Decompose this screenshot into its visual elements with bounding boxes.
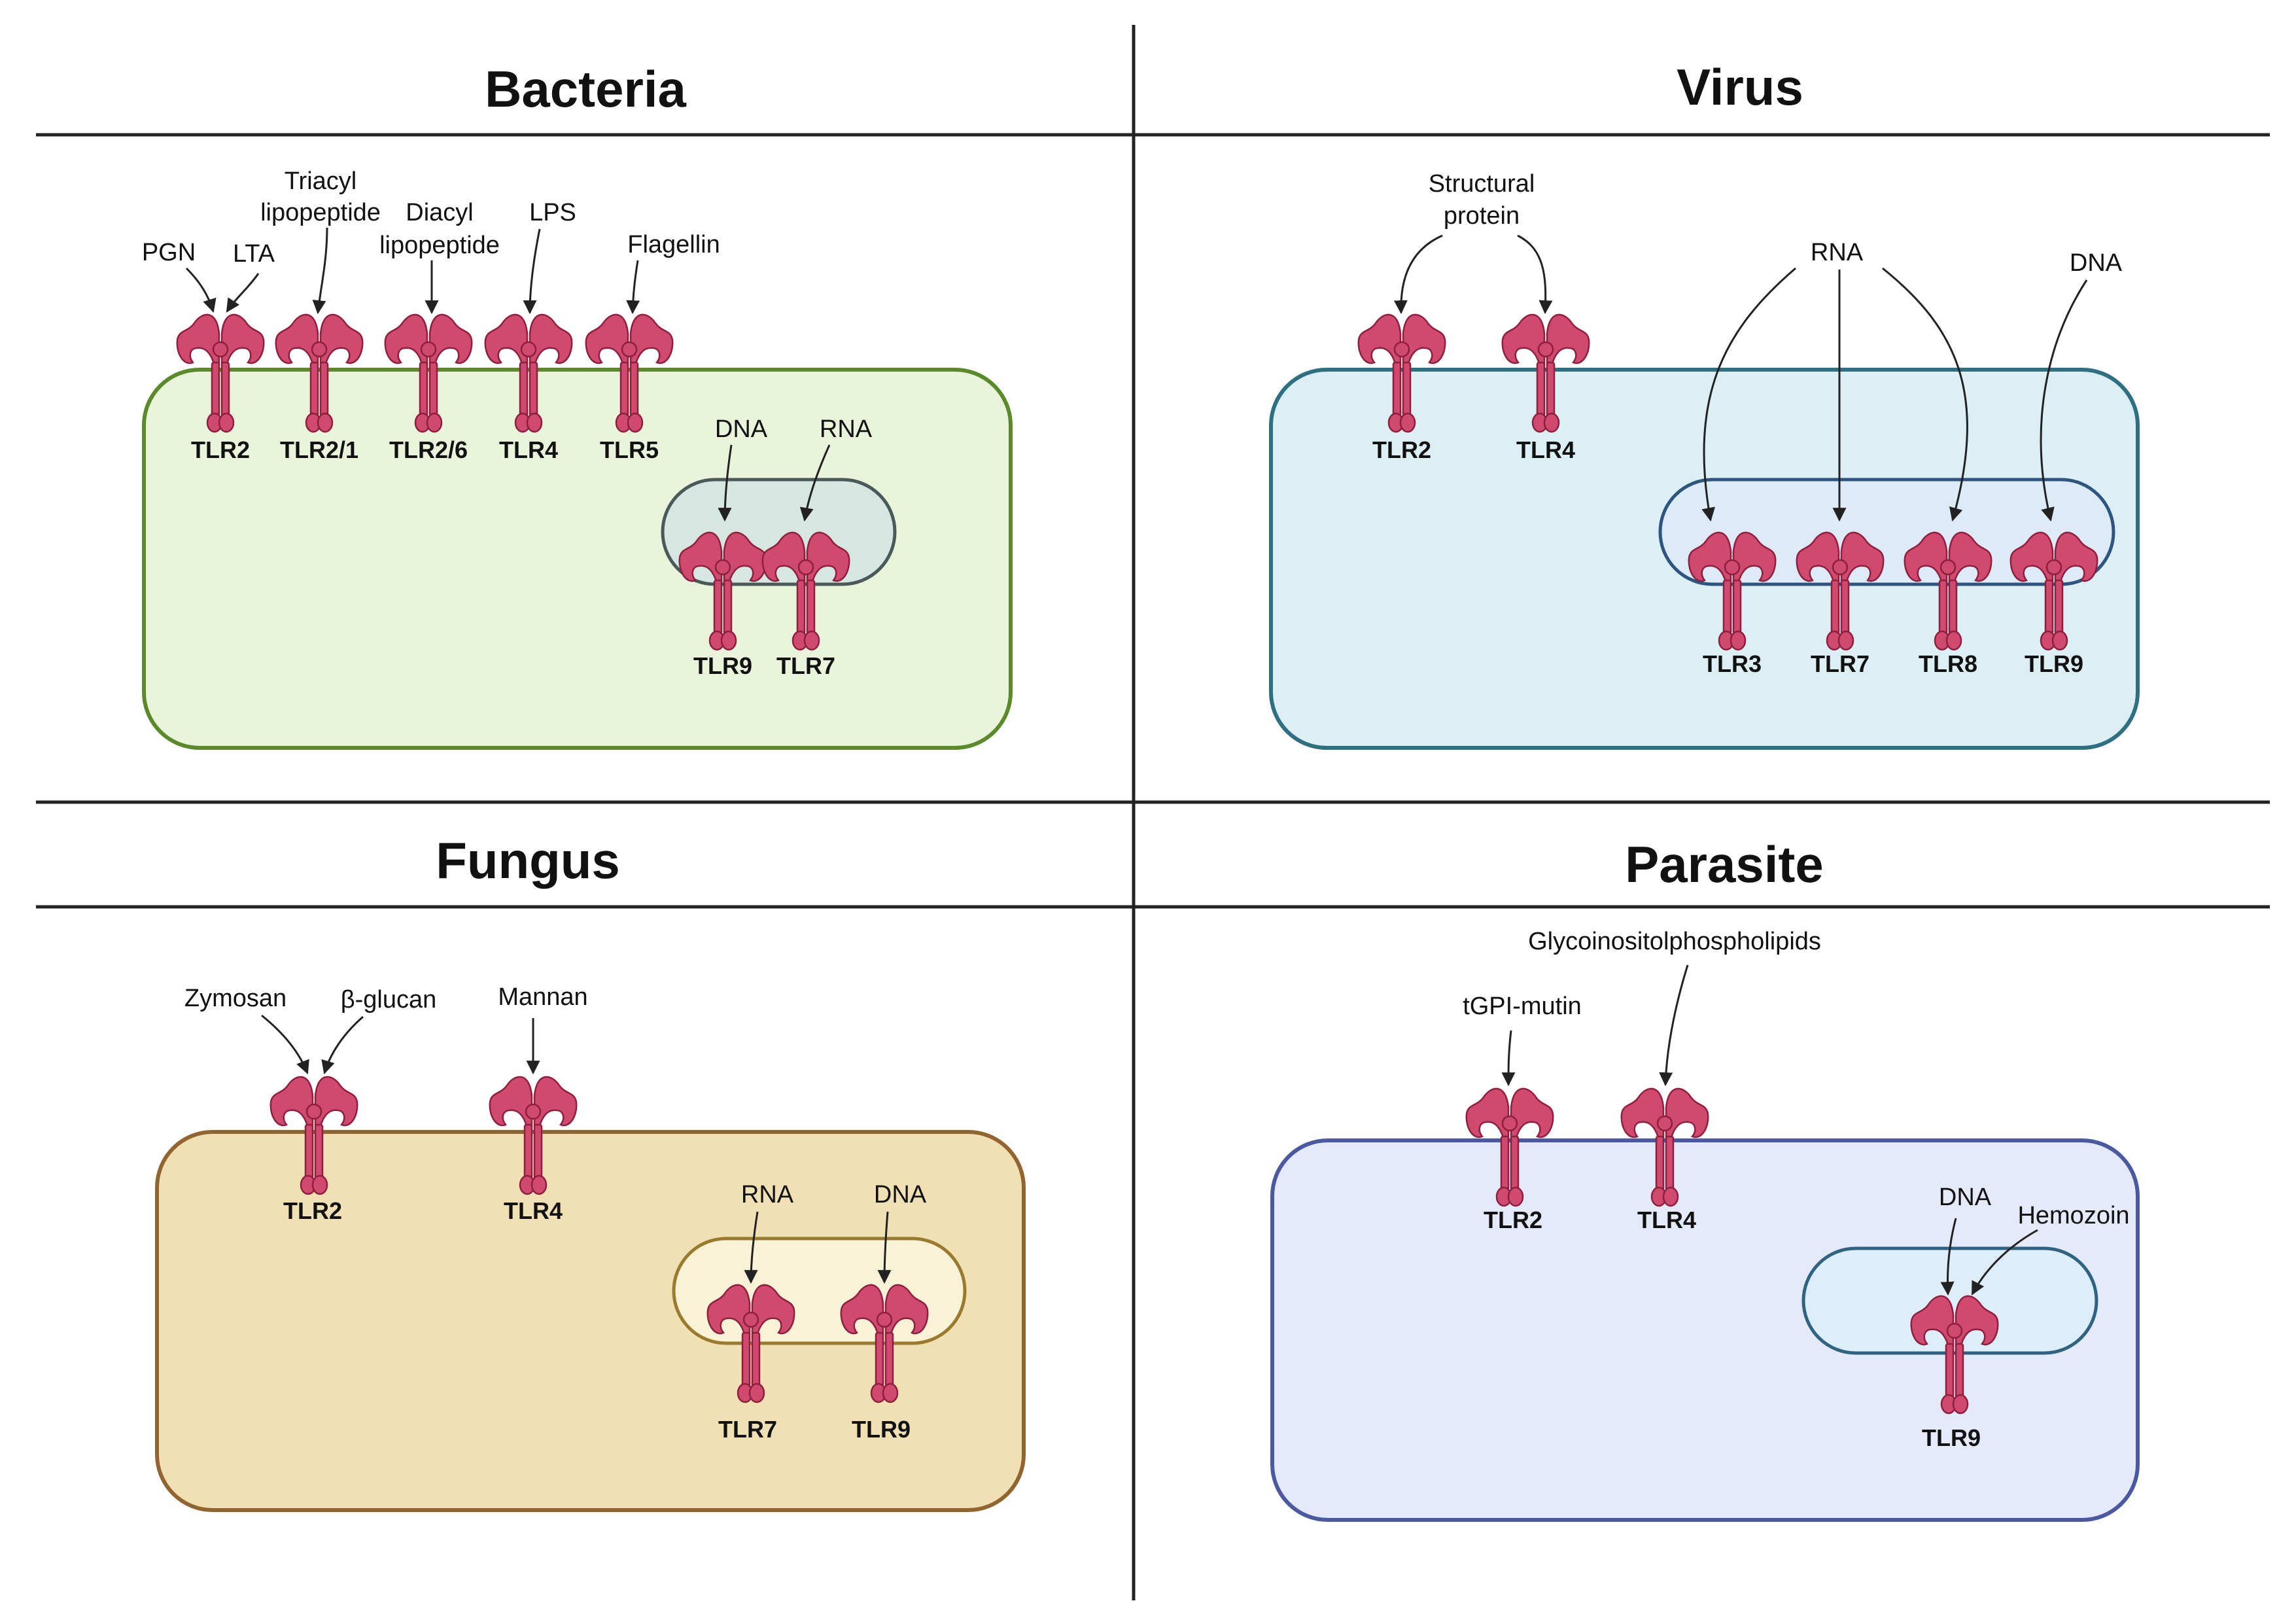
- bacteria-endosome: [663, 480, 895, 584]
- bacteria-cell-border: [142, 368, 1013, 750]
- label-tlr7: TLR7: [1811, 650, 1870, 677]
- label-tlr2: TLR2: [191, 436, 250, 463]
- fungus-cell-border: [155, 1130, 1026, 1512]
- panel-bacteria: Bacteria PGN LTA Triacyl lipopeptide Dia…: [142, 60, 1013, 750]
- parasite-cell: [1272, 1140, 2138, 1520]
- bacteria-title: Bacteria: [485, 60, 686, 118]
- label-tlr4: TLR4: [504, 1197, 563, 1224]
- ligand-hemozoin: Hemozoin: [2017, 1202, 2129, 1229]
- ligand-fungus-rna: RNA: [741, 1181, 794, 1208]
- label-tlr7: TLR7: [776, 652, 835, 679]
- arrow-fungus-rna: [744, 1211, 759, 1284]
- label-tlr7: TLR7: [718, 1416, 777, 1443]
- ligand-triacyl-line1: Triacyl: [285, 167, 357, 195]
- ligand-flagellin: Flagellin: [627, 231, 720, 258]
- arrow-rna-tlr3: [1701, 267, 1796, 522]
- parasite-title: Parasite: [1625, 836, 1824, 893]
- ligand-pgn: PGN: [142, 239, 196, 266]
- arrow-fungus-dna: [877, 1211, 892, 1284]
- ligand-diacyl-line1: Diacyl: [406, 199, 473, 226]
- virus-cell-border: [1269, 368, 2140, 750]
- bacteria-cell: [144, 370, 1011, 748]
- label-tlr9: TLR9: [1922, 1424, 1981, 1451]
- label-tlr9: TLR9: [2025, 650, 2083, 677]
- parasite-arrows: [1501, 964, 2038, 1296]
- label-tlr5: TLR5: [600, 436, 659, 463]
- label-tlr2: TLR2: [1484, 1206, 1542, 1233]
- ligand-tgpi-mutin: tGPI-mutin: [1463, 993, 1582, 1020]
- ligand-beta-glucan: β-glucan: [341, 986, 437, 1013]
- arrow-bacteria-rna: [799, 444, 831, 522]
- virus-arrows: [1393, 234, 2088, 522]
- panel-parasite: Parasite Glycoinositolphospholipids tGPI…: [1270, 836, 2140, 1522]
- label-tlr9: TLR9: [852, 1416, 911, 1443]
- ligand-virus-dna: DNA: [2070, 249, 2123, 277]
- ligand-lta: LTA: [233, 240, 275, 268]
- arrow-structural-tlr4: [1517, 234, 1553, 315]
- bacteria-endosome-border: [661, 478, 897, 586]
- arrow-tgpi-mutin: [1501, 1030, 1516, 1087]
- arrow-rna-tlr8: [1882, 267, 1968, 522]
- arrow-hemozoin: [1971, 1229, 2038, 1295]
- arrow-bacteria-dna: [718, 444, 733, 522]
- label-tlr8: TLR8: [1919, 650, 1977, 677]
- panel-virus: Virus Structural protein RNA DNA TLR2 TL…: [1269, 58, 2140, 750]
- ligand-diacyl-line2: lipopeptide: [379, 232, 500, 259]
- ligand-rna: RNA: [820, 415, 873, 443]
- virus-title: Virus: [1677, 58, 1803, 116]
- label-tlr2-6: TLR2/6: [389, 436, 468, 463]
- fungus-title: Fungus: [436, 832, 620, 889]
- ligand-parasite-dna: DNA: [1939, 1184, 1992, 1211]
- label-tlr2: TLR2: [1372, 436, 1431, 463]
- ligand-mannan: Mannan: [498, 983, 587, 1011]
- ligand-fungus-dna: DNA: [874, 1181, 927, 1208]
- arrow-triacyl: [312, 227, 328, 315]
- label-tlr4: TLR4: [499, 436, 558, 463]
- arrow-pgn: [185, 267, 217, 313]
- ligand-triacyl-line2: lipopeptide: [260, 199, 381, 226]
- label-tlr4: TLR4: [1637, 1206, 1696, 1233]
- arrow-lta: [226, 273, 260, 313]
- arrow-virus-dna: [2040, 279, 2088, 522]
- label-tlr4: TLR4: [1516, 436, 1575, 463]
- ligand-glycoinositolphospholipids: Glycoinositolphospholipids: [1528, 928, 1821, 955]
- ligand-structural-line2: protein: [1444, 202, 1520, 230]
- ligand-virus-rna: RNA: [1811, 239, 1864, 266]
- fungus-arrows: [261, 1014, 892, 1284]
- arrow-lps: [523, 228, 541, 315]
- label-tlr9: TLR9: [693, 652, 752, 679]
- arrow-beta-glucan: [321, 1015, 364, 1075]
- panel-dividers: [36, 25, 2270, 1600]
- arrow-flagellin: [626, 260, 640, 315]
- fungus-endosome-border: [672, 1237, 967, 1345]
- arrow-parasite-dna: [1940, 1218, 1957, 1296]
- arrow-zymosan: [261, 1014, 309, 1074]
- bacteria-arrows: [185, 227, 831, 522]
- virus-endosome-border: [1658, 478, 2115, 586]
- label-tlr3: TLR3: [1703, 650, 1762, 677]
- label-tlr2: TLR2: [283, 1197, 342, 1224]
- panel-fungus: Fungus Zymosan β-glucan Mannan RNA DNA T…: [155, 832, 1026, 1512]
- label-tlr2-1: TLR2/1: [280, 436, 358, 463]
- ligand-structural-line1: Structural: [1429, 170, 1535, 198]
- ligand-zymosan: Zymosan: [184, 985, 287, 1012]
- fungus-cell: [157, 1132, 1024, 1510]
- ligand-lps: LPS: [529, 199, 576, 226]
- ligand-dna: DNA: [715, 415, 768, 443]
- parasite-cell-border: [1270, 1138, 2140, 1522]
- arrow-structural-tlr2: [1393, 234, 1443, 315]
- arrow-glycoinositolphospholipids: [1659, 964, 1689, 1087]
